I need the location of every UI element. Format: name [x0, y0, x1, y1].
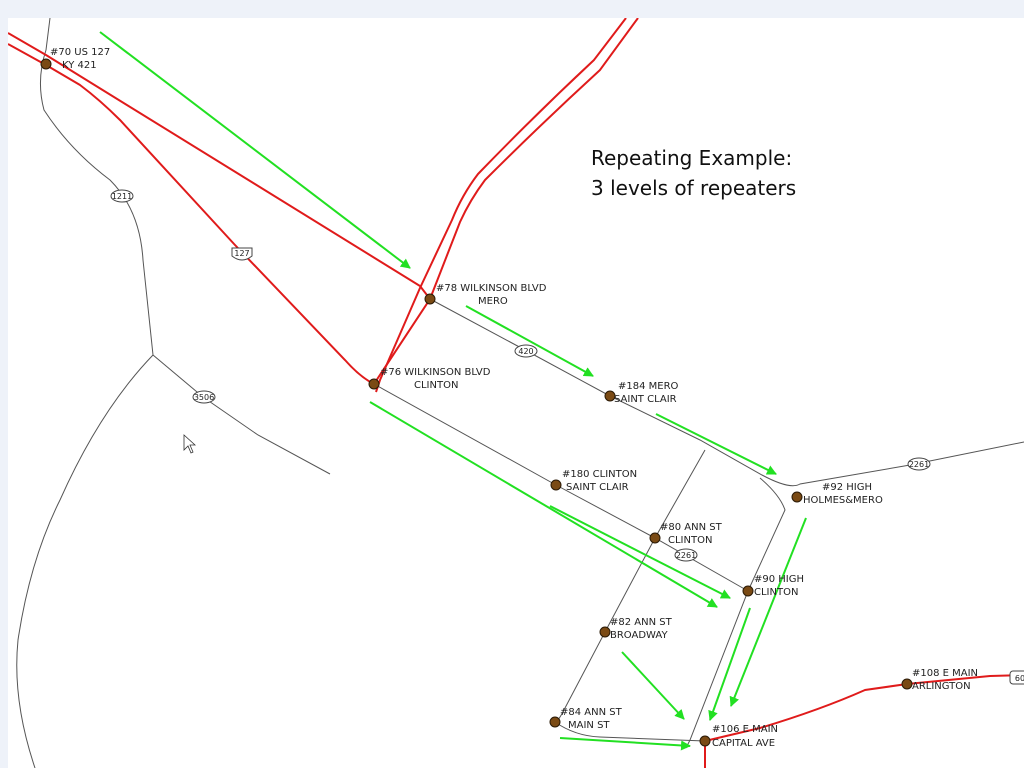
route-shield: 127	[231, 247, 253, 261]
node-180-marker[interactable]	[550, 479, 562, 491]
road-segment	[16, 18, 154, 768]
repeater-arrow	[549, 505, 731, 599]
map-title-line2: 3 levels of repeaters	[591, 176, 796, 200]
node-70-line1: #70 US 127	[50, 47, 110, 58]
node-106-marker[interactable]	[699, 735, 711, 747]
repeater-arrow	[99, 31, 411, 269]
node-82-line2: BROADWAY	[610, 630, 668, 641]
node-70-line2: KY 421	[62, 60, 97, 71]
route-shield: 2261	[907, 457, 931, 471]
node-92-line2: HOLMES&MERO	[803, 495, 883, 506]
repeater-arrow	[369, 401, 718, 608]
highways	[8, 18, 1024, 768]
node-106-line1: #106 E MAIN	[712, 724, 778, 735]
route-shield: 2261	[674, 548, 698, 562]
node-108-line2: ARLINGTON	[912, 681, 971, 692]
node-78-marker[interactable]	[424, 293, 436, 305]
node-90-marker[interactable]	[742, 585, 754, 597]
route-shields: 1211 127 420 3506 2261 2261 60	[110, 189, 1024, 685]
node-84-line2: MAIN ST	[568, 720, 610, 731]
svg-text:60: 60	[1015, 674, 1024, 683]
route-shield: 420	[514, 344, 538, 358]
route-shield: 3506	[192, 390, 216, 404]
node-78-line1: #78 WILKINSON BLVD	[436, 283, 547, 294]
node-184-line2: SAINT CLAIR	[614, 394, 677, 405]
svg-text:2261: 2261	[676, 551, 696, 560]
node-184-line1: #184 MERO	[618, 381, 679, 392]
node-80-line1: #80 ANN ST	[660, 522, 723, 533]
node-184-marker[interactable]	[604, 390, 616, 402]
road-segment	[429, 298, 1024, 487]
node-90-line1: #90 HIGH	[754, 574, 804, 585]
node-70-marker[interactable]	[40, 58, 52, 70]
highway-segment	[373, 18, 639, 385]
repeater-arrow	[655, 413, 777, 475]
svg-text:2261: 2261	[909, 460, 929, 469]
node-84-line1: #84 ANN ST	[560, 707, 623, 718]
node-84-marker[interactable]	[549, 716, 561, 728]
node-76-marker[interactable]	[368, 378, 380, 390]
svg-text:1211: 1211	[112, 192, 132, 201]
node-180-line2: SAINT CLAIR	[566, 482, 629, 493]
node-76-line1: #76 WILKINSON BLVD	[380, 367, 491, 378]
highway-segment	[704, 674, 1024, 742]
node-labels: #70 US 127 KY 421 #78 WILKINSON BLVD MER…	[50, 47, 978, 749]
node-90-line2: CLINTON	[754, 587, 798, 598]
repeater-nodes	[40, 58, 913, 747]
repeater-arrow	[729, 517, 807, 707]
local-roads	[16, 18, 1024, 768]
node-76-line2: CLINTON	[414, 380, 458, 391]
map-canvas[interactable]: 1211 127 420 3506 2261 2261 60	[8, 18, 1024, 768]
route-shield: 1211	[110, 189, 134, 203]
road-segment	[373, 383, 749, 592]
svg-text:420: 420	[518, 347, 533, 356]
map-title-line1: Repeating Example:	[591, 146, 792, 170]
node-92-marker[interactable]	[791, 491, 803, 503]
node-108-marker[interactable]	[901, 678, 913, 690]
mouse-cursor-icon	[183, 434, 197, 454]
repeater-arrow	[708, 607, 751, 721]
node-82-line1: #82 ANN ST	[610, 617, 673, 628]
node-80-marker[interactable]	[649, 532, 661, 544]
node-92-line1: #92 HIGH	[822, 482, 872, 493]
map-panel[interactable]: 1211 127 420 3506 2261 2261 60	[8, 18, 1024, 768]
highway-segment	[8, 32, 431, 300]
repeater-arrow	[465, 305, 594, 377]
node-80-line2: CLINTON	[668, 535, 712, 546]
road-segment	[152, 354, 331, 475]
repeater-arrows	[99, 31, 807, 751]
node-78-line2: MERO	[478, 296, 508, 307]
node-106-line2: CAPITAL AVE	[712, 738, 775, 749]
svg-text:127: 127	[234, 249, 249, 258]
highway-segment	[375, 18, 627, 393]
svg-text:3506: 3506	[194, 393, 214, 402]
repeater-arrow	[621, 651, 685, 720]
road-segment	[685, 477, 786, 749]
repeater-arrow	[559, 737, 691, 751]
node-180-line1: #180 CLINTON	[562, 469, 637, 480]
node-108-line1: #108 E MAIN	[912, 668, 978, 679]
route-shield: 60	[1009, 670, 1024, 685]
highway-segment	[8, 43, 375, 385]
node-82-marker[interactable]	[599, 626, 611, 638]
